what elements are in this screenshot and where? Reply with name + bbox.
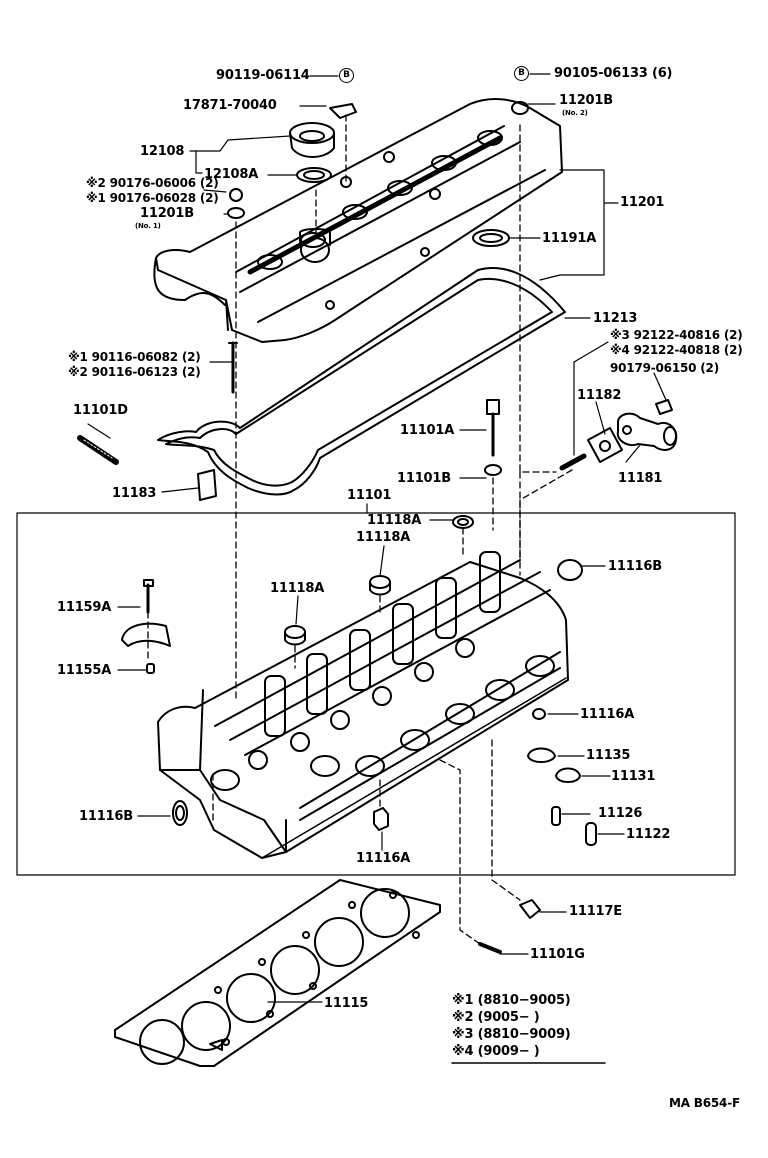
- sublabel-no1: (No. 1): [135, 222, 161, 230]
- label-11201b-no1: 11201B: [140, 206, 194, 221]
- label-11116a-bottom: 11116A: [356, 851, 411, 866]
- label-11155a: 11155A: [57, 663, 112, 678]
- label-11126: 11126: [598, 806, 643, 821]
- label-11118a-3: 11118A: [270, 581, 325, 596]
- label-12108: 12108: [140, 144, 185, 159]
- label-11135: 11135: [586, 748, 631, 763]
- legend-item-3: ※3 (8810−9009): [452, 1027, 571, 1042]
- label-90176-06028: ※1 90176-06028 (2): [86, 191, 219, 205]
- label-11201: 11201: [620, 195, 665, 210]
- legend-item-4: ※4 (9009− ): [452, 1044, 540, 1059]
- cylinder-head: [157, 551, 569, 859]
- clip-17871: [329, 103, 357, 119]
- label-11118a-2: 11118A: [356, 530, 411, 545]
- sublabel-no2: (No. 2): [562, 109, 588, 117]
- label-11116b-right: 11116B: [608, 559, 662, 574]
- label-11101b: 11101B: [397, 471, 451, 486]
- label-11101d: 11101D: [73, 403, 128, 418]
- legend-item-1: ※1 (8810−9005): [452, 993, 571, 1008]
- label-11118a-1: 11118A: [367, 513, 422, 528]
- label-11181: 11181: [618, 471, 663, 486]
- label-90116-06123: ※2 90116-06123 (2): [68, 365, 201, 379]
- label-90119-06114: 90119-06114: [216, 68, 310, 83]
- bolt-11101a: [486, 399, 500, 457]
- legend-item-2: ※2 (9005− ): [452, 1010, 540, 1025]
- label-17871-70040: 17871-70040: [183, 98, 277, 113]
- label-11213: 11213: [593, 311, 638, 326]
- label-11191a: 11191A: [542, 231, 597, 246]
- b-marker-top-right: B: [514, 66, 529, 81]
- label-90116-06082: ※1 90116-06082 (2): [68, 350, 201, 364]
- label-90105-06133: 90105-06133 (6): [554, 66, 673, 81]
- cylinder-head-gasket: [114, 879, 441, 1067]
- label-11101a: 11101A: [400, 423, 455, 438]
- oil-filler-cap: [289, 122, 335, 183]
- label-11117e: 11117E: [569, 904, 622, 919]
- label-11122: 11122: [626, 827, 671, 842]
- label-90179-06150: 90179-06150 (2): [610, 361, 719, 375]
- diagram-reference-code: MA B654-F: [669, 1096, 740, 1110]
- head-cover-gasket: [157, 267, 566, 496]
- label-90176-06006: ※2 90176-06006 (2): [86, 176, 219, 190]
- b-marker-top-left: B: [339, 68, 354, 83]
- label-11115: 11115: [324, 996, 369, 1011]
- label-11183: 11183: [112, 486, 157, 501]
- label-11116a-right: 11116A: [580, 707, 635, 722]
- gasket-11182: [587, 427, 623, 463]
- cylinder-head-cover: [153, 98, 563, 343]
- legend: ※1 (8810−9005) ※2 (9005− ) ※3 (8810−9009…: [452, 993, 571, 1059]
- grommet-11183: [197, 469, 217, 501]
- label-11159a: 11159A: [57, 600, 112, 615]
- label-11101: 11101: [347, 488, 392, 503]
- label-11101g: 11101G: [530, 947, 585, 962]
- stud-11101d: [77, 435, 119, 465]
- label-11182: 11182: [577, 388, 622, 403]
- label-11201b-no2: 11201B: [559, 93, 613, 108]
- label-11131: 11131: [611, 769, 656, 784]
- label-92122-40816: ※3 92122-40816 (2): [610, 328, 743, 342]
- label-11116b-left: 11116B: [79, 809, 133, 824]
- water-outlet-11181: [616, 412, 678, 451]
- label-12108a: 12108A: [204, 167, 259, 182]
- label-92122-40818: ※4 92122-40818 (2): [610, 343, 743, 357]
